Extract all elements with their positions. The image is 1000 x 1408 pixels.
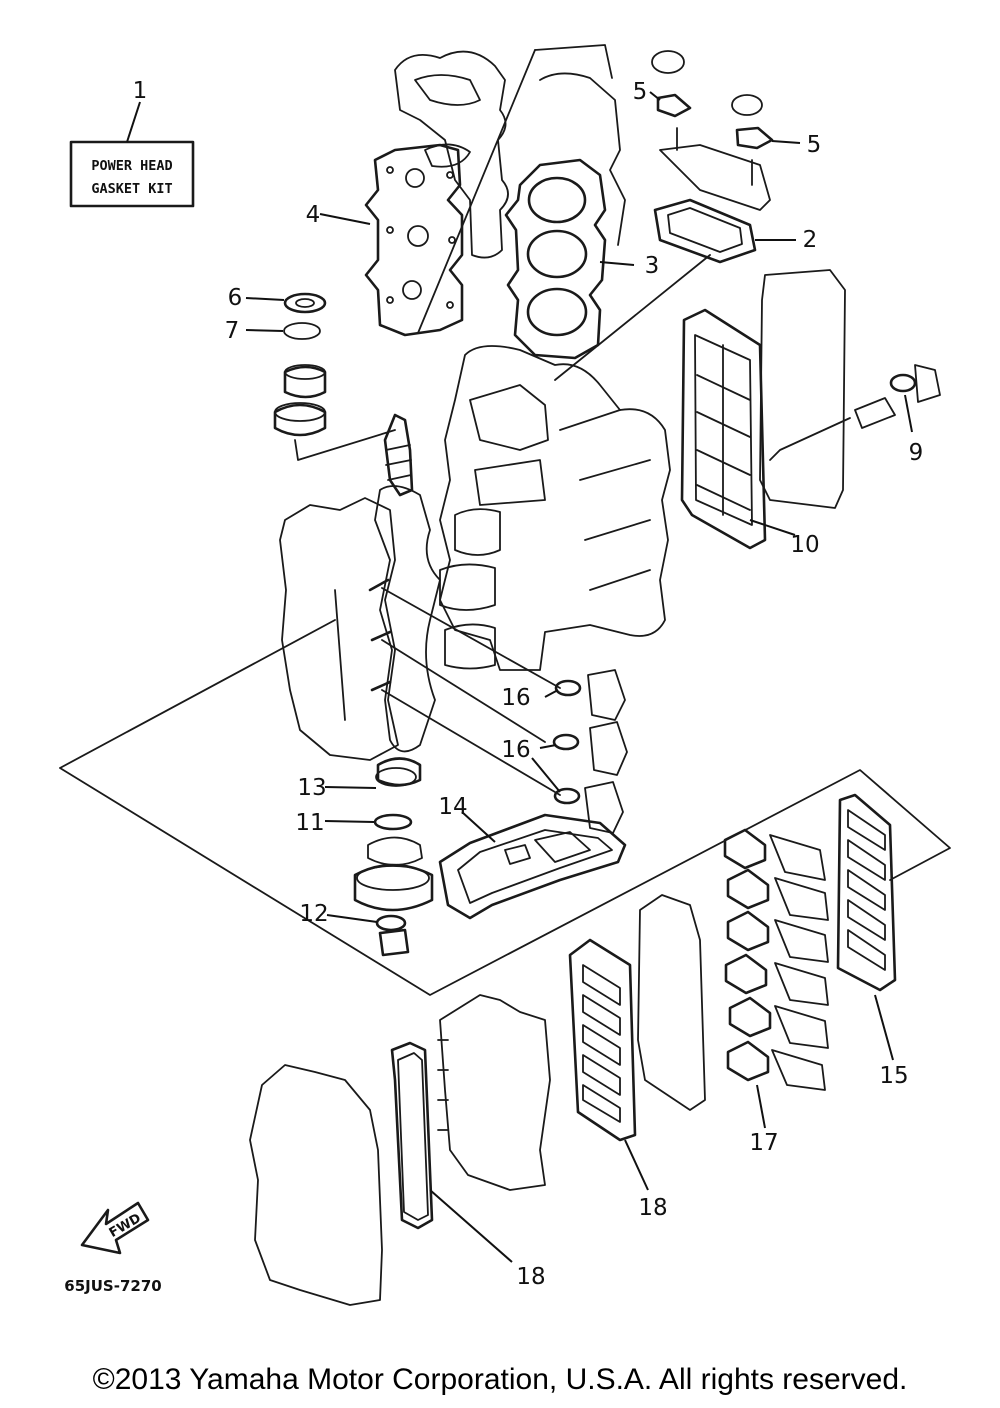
copyright-notice: ©2013 Yamaha Motor Corporation, U.S.A. A… (92, 1363, 908, 1396)
callout-17: 17 (749, 1130, 778, 1156)
part-16-gaskets: 16 16 (381, 587, 628, 834)
callout-8: 6 (228, 285, 243, 311)
assembly-bracket-line (534, 44, 613, 79)
part-17-reed-gaskets: 17 (723, 828, 829, 1156)
kit-label-line2: GASKET KIT (91, 181, 172, 197)
callout-9: 7 (225, 318, 240, 344)
drawing-number: 65JUS-7270 (64, 1277, 161, 1295)
kit-label-line1: POWER HEAD (91, 158, 172, 174)
part-14-exhaust-gasket: 14 (438, 794, 627, 920)
bearing-stack (273, 364, 396, 461)
callout-7: 9 (909, 440, 924, 466)
assembly-plane (59, 619, 951, 996)
callout-15: 18 (638, 1195, 667, 1221)
part-8-oil-seal: 6 (228, 285, 327, 314)
rear-cover (249, 1064, 383, 1306)
callout-13: 15 (879, 1063, 908, 1089)
part-12-seal-housing: 13 (297, 757, 422, 801)
callout-14: 14 (438, 794, 467, 820)
callout-12: 13 (297, 775, 326, 801)
callout-16a: 16 (501, 685, 530, 711)
part-9-o-ring: 7 (225, 318, 321, 344)
part-18-seal: 18 (390, 994, 551, 1290)
part-6-cover-gasket: 10 (680, 269, 846, 558)
callout-3: 3 (645, 253, 660, 279)
fwd-arrow: FWD (80, 1201, 150, 1255)
fwd-label: FWD (107, 1211, 144, 1241)
callout-5b: 5 (807, 132, 822, 158)
part-5-gaskets: 5 5 (633, 50, 822, 211)
crankcase-block (439, 345, 671, 671)
crankcase-half (279, 497, 399, 761)
part-13-reed-gasket: 15 (836, 793, 909, 1089)
callout-16b: 16 (501, 737, 530, 763)
part-15-intake-gasket: 18 (568, 894, 706, 1221)
part-7-thermostat-gasket: 9 (769, 364, 941, 466)
callout-4: 4 (306, 202, 321, 228)
part-4-head-gasket: 4 (306, 143, 464, 337)
part-2-cover-gasket: 2 (554, 198, 818, 381)
callout-5a: 5 (633, 79, 648, 105)
callout-6: 10 (790, 532, 819, 558)
part-3-cylinder-gasket: 3 (504, 72, 660, 360)
callout-18: 18 (516, 1264, 545, 1290)
callout-1: 1 (133, 78, 148, 104)
callout-2: 2 (803, 227, 818, 253)
callout-10: 12 (299, 901, 328, 927)
part-11-o-ring: 11 (295, 810, 434, 912)
part-10-seal: 12 (299, 901, 410, 957)
part-1-kit-label: POWER HEAD GASKET KIT 1 (69, 78, 195, 208)
callout-11: 11 (295, 810, 324, 836)
